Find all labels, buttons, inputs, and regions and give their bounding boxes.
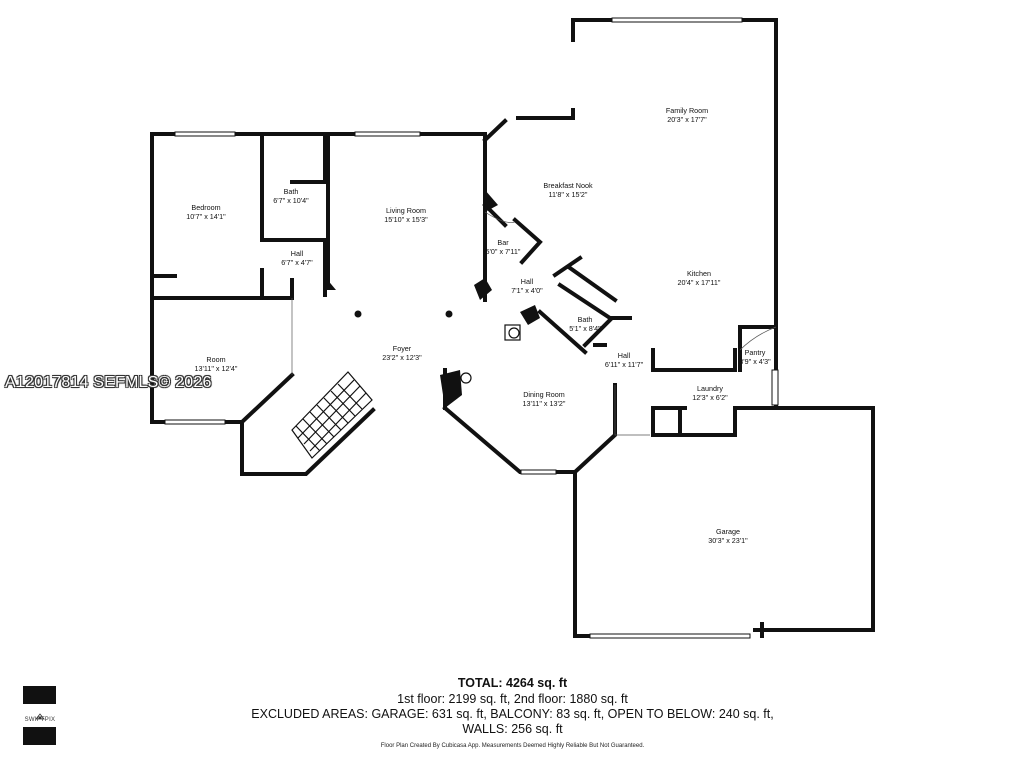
room-kitchen: Kitchen 20'4" x 17'11" xyxy=(678,269,721,287)
credit-note: Floor Plan Created By Cubicasa App. Meas… xyxy=(380,743,645,749)
room-dining-room: Dining Room 13'11" x 13'2" xyxy=(523,390,566,408)
room-dims: 3'9" x 4'3" xyxy=(739,357,771,366)
room-name: Foyer xyxy=(392,344,412,353)
room-dims: 30'3" x 23'1" xyxy=(708,536,748,545)
room-dims: 23'2" x 12'3" xyxy=(382,353,422,362)
floor-plan xyxy=(150,17,875,639)
walls-area: WALLS: 256 sq. ft xyxy=(462,722,563,736)
room-foyer: Foyer 23'2" x 12'3" xyxy=(382,344,421,362)
room-dims: 20'4" x 17'11" xyxy=(677,278,721,287)
room-name: Kitchen xyxy=(687,269,711,278)
room-name: Hall xyxy=(520,277,534,286)
room-name: Living Room xyxy=(386,206,426,215)
room-name: Dining Room xyxy=(523,390,565,399)
room-living-room: Living Room 15'10" x 15'3" xyxy=(384,206,427,224)
windows xyxy=(164,17,779,639)
room-dims: 6'11" x 11'7" xyxy=(604,360,644,369)
stairs xyxy=(291,371,373,459)
room-laundry: Laundry 12'3" x 6'2" xyxy=(692,384,727,402)
logo-top-block xyxy=(23,686,56,704)
room-name: Pantry xyxy=(744,348,766,357)
room-garage: Garage 30'3" x 23'1" xyxy=(708,527,747,545)
room-bath-lower: Bath 5'1" x 8'4" xyxy=(569,315,600,333)
room-dims: 12'3" x 6'2" xyxy=(692,393,728,402)
room-dims: 6'7" x 10'4" xyxy=(273,196,309,205)
room-room: Room 13'11" x 12'4" xyxy=(195,355,238,373)
room-dims: 7'1" x 4'0" xyxy=(511,286,543,295)
room-dims: 13'11" x 12'4" xyxy=(194,364,238,373)
room-name: Hall xyxy=(617,351,631,360)
room-name: Bar xyxy=(497,238,509,247)
room-dims: 5'0" x 7'11" xyxy=(485,247,521,256)
room-name: Breakfast Nook xyxy=(543,181,593,190)
room-dims: 10'7" x 14'1" xyxy=(186,212,226,221)
room-name: Bedroom xyxy=(191,203,221,212)
room-bar: Bar 5'0" x 7'11" xyxy=(486,238,521,256)
room-dims: 13'11" x 13'2" xyxy=(522,399,566,408)
room-family-room: Family Room 20'3" x 17'7" xyxy=(666,106,708,124)
logo-mark: SWIFTPIX xyxy=(19,708,61,724)
room-pantry: Pantry 3'9" x 4'3" xyxy=(739,348,770,366)
room-bedroom: Bedroom 10'7" x 14'1" xyxy=(186,203,225,221)
room-name: Laundry xyxy=(697,384,723,393)
fixtures xyxy=(460,324,521,384)
room-dims: 20'3" x 17'7" xyxy=(667,115,707,124)
room-hall-small: Hall 6'7" x 4'7" xyxy=(281,249,312,267)
floor-areas: 1st floor: 2199 sq. ft, 2nd floor: 1880 … xyxy=(397,692,628,706)
room-name: Room xyxy=(206,355,226,364)
room-breakfast-nook: Breakfast Nook 11'8" x 15'2" xyxy=(543,181,592,199)
logo-bottom-block xyxy=(23,727,56,745)
room-hall-right: Hall 6'11" x 11'7" xyxy=(605,351,643,369)
home-icon xyxy=(35,713,45,720)
wall-solids xyxy=(326,190,540,408)
room-dims: 6'7" x 4'7" xyxy=(281,258,313,267)
doors xyxy=(291,211,777,436)
total-area: TOTAL: 4264 sq. ft xyxy=(457,676,568,690)
excluded-areas: EXCLUDED AREAS: GARAGE: 631 sq. ft, BALC… xyxy=(251,707,774,721)
room-dims: 15'10" x 15'3" xyxy=(384,215,428,224)
room-dims: 11'8" x 15'2" xyxy=(548,190,588,199)
logo-brand: SWIFTPIX xyxy=(24,717,56,723)
room-name: Bath xyxy=(283,187,299,196)
room-name: Garage xyxy=(716,527,740,536)
room-name: Bath xyxy=(577,315,593,324)
room-name: Hall xyxy=(290,249,304,258)
room-name: Family Room xyxy=(665,106,709,115)
room-hall-mid: Hall 7'1" x 4'0" xyxy=(511,277,542,295)
room-bath-upper: Bath 6'7" x 10'4" xyxy=(273,187,308,205)
mls-watermark: A12017814 SEFMLS© 2026 xyxy=(5,374,212,391)
room-dims: 5'1" x 8'4" xyxy=(569,324,601,333)
